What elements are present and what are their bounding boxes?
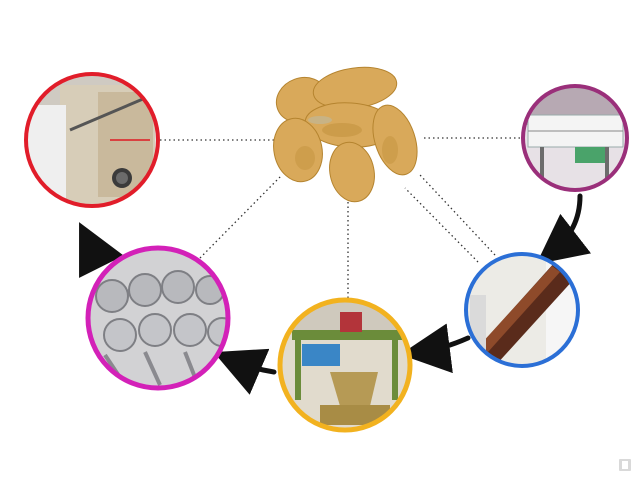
corner-logo-icon <box>619 459 631 471</box>
station-peeling-conveyor <box>521 84 629 192</box>
station-screw-conveyor <box>464 252 580 368</box>
dotted-link-lines <box>160 137 522 298</box>
flow-arrows <box>79 193 592 395</box>
arrow-sieve-to-washer <box>79 222 124 279</box>
arrow-crusher-to-sieve <box>213 348 277 395</box>
link-sieve <box>199 174 283 259</box>
link-screw-1 <box>404 187 479 263</box>
link-screw-2 <box>419 174 496 256</box>
arrow-peel-to-screw <box>536 193 592 265</box>
potato-pile-icon <box>273 66 418 203</box>
station-drum-washer <box>24 72 160 208</box>
station-hammer-crusher <box>277 297 413 433</box>
arrow-screw-to-crusher <box>400 323 471 374</box>
station-centrifugal-sieves <box>85 245 231 391</box>
